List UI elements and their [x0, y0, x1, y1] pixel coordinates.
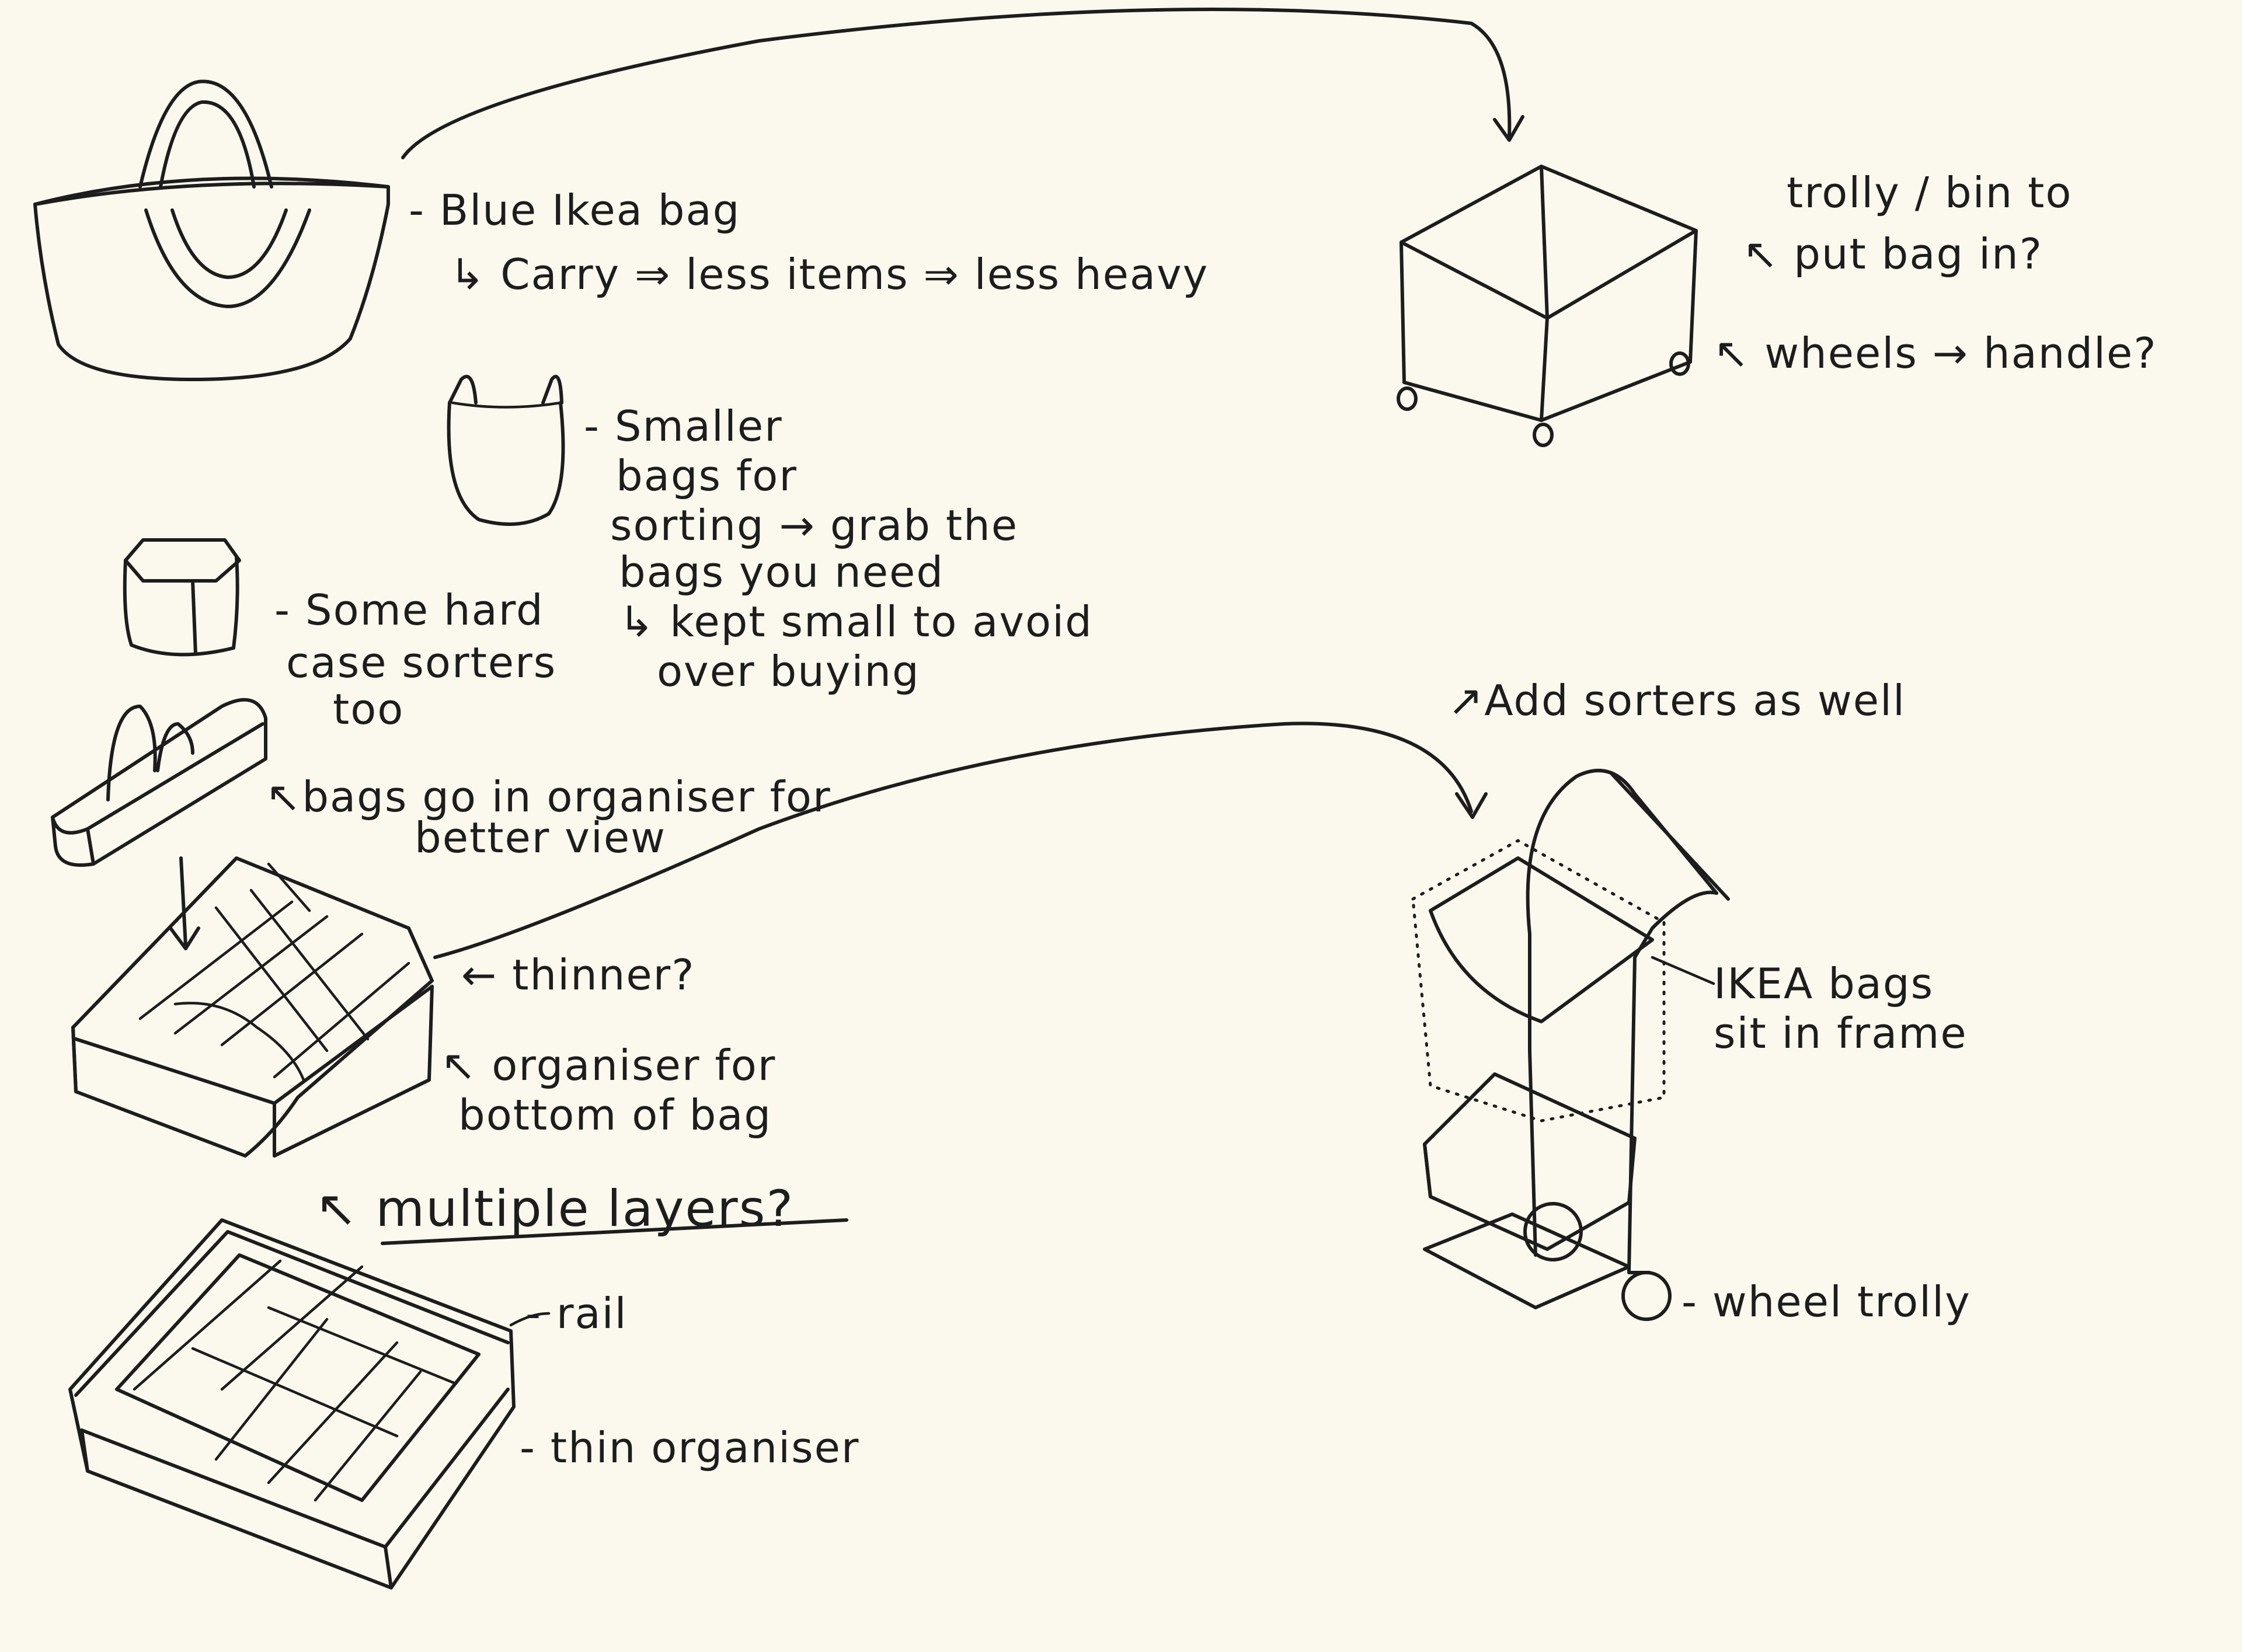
label-multiple-layers: ↖ multiple layers? — [315, 1180, 794, 1238]
label-wheel-trolly: - wheel trolly — [1682, 1277, 1971, 1326]
tray-organiser-drawing — [71, 856, 434, 1158]
organiser-bag-drawing — [51, 698, 267, 950]
wheel-trolly-drawing — [1411, 769, 1730, 1321]
label-blue-ikea-bag: - Blue Ikea bag — [409, 186, 740, 235]
label-smaller-line5: ↳ kept small to avoid — [619, 597, 1093, 646]
thin-organiser-drawing — [68, 1218, 551, 1590]
arrow-tray-to-trolly — [433, 722, 1488, 959]
label-rail: - rail — [525, 1289, 628, 1338]
label-wheels-handle: ↖ wheels → handle? — [1714, 329, 2157, 378]
labels: - Blue Ikea bag ↳ Carry ⇒ less items ⇒ l… — [266, 168, 2157, 1472]
label-add-sorters: ↗Add sorters as well — [1448, 676, 1906, 725]
label-ikea-bags-line2: sit in frame — [1714, 1009, 1968, 1058]
label-hard-line2: case sorters — [286, 638, 556, 687]
label-bags-go-line2: better view — [415, 813, 666, 862]
ikea-bag-drawing — [33, 79, 390, 381]
label-trolly-bin-line1: trolly / bin to — [1787, 168, 2072, 217]
label-thinner: ← thinner? — [461, 950, 695, 999]
label-ikea-bags-line1: IKEA bags — [1714, 959, 1934, 1008]
label-carry: ↳ Carry ⇒ less items ⇒ less heavy — [450, 250, 1209, 299]
label-hard-line3: too — [333, 685, 404, 734]
label-trolly-bin-line2: ↖ put bag in? — [1743, 229, 2043, 278]
label-bags-go-line1: ↖bags go in organiser for — [266, 772, 831, 821]
multiple-layers-underline — [381, 1218, 848, 1245]
arrow-bag-to-bin — [401, 8, 1524, 159]
label-org-bottom-line1: ↖ organiser for — [441, 1041, 776, 1090]
label-org-bottom-line2: bottom of bag — [458, 1090, 772, 1139]
label-smaller-line2: bags for — [616, 451, 798, 500]
label-smaller-line6: over buying — [657, 647, 920, 696]
label-hard-line1: - Some hard — [274, 585, 544, 635]
bin-drawing — [1397, 165, 1698, 447]
hard-case-drawing — [123, 538, 241, 657]
small-bag-drawing — [447, 375, 565, 526]
label-smaller-line4: bags you need — [619, 548, 944, 597]
label-smaller-line1: - Smaller — [584, 402, 783, 451]
label-thin-organiser: - thin organiser — [520, 1423, 860, 1472]
label-smaller-line3: sorting → grab the — [610, 501, 1018, 550]
